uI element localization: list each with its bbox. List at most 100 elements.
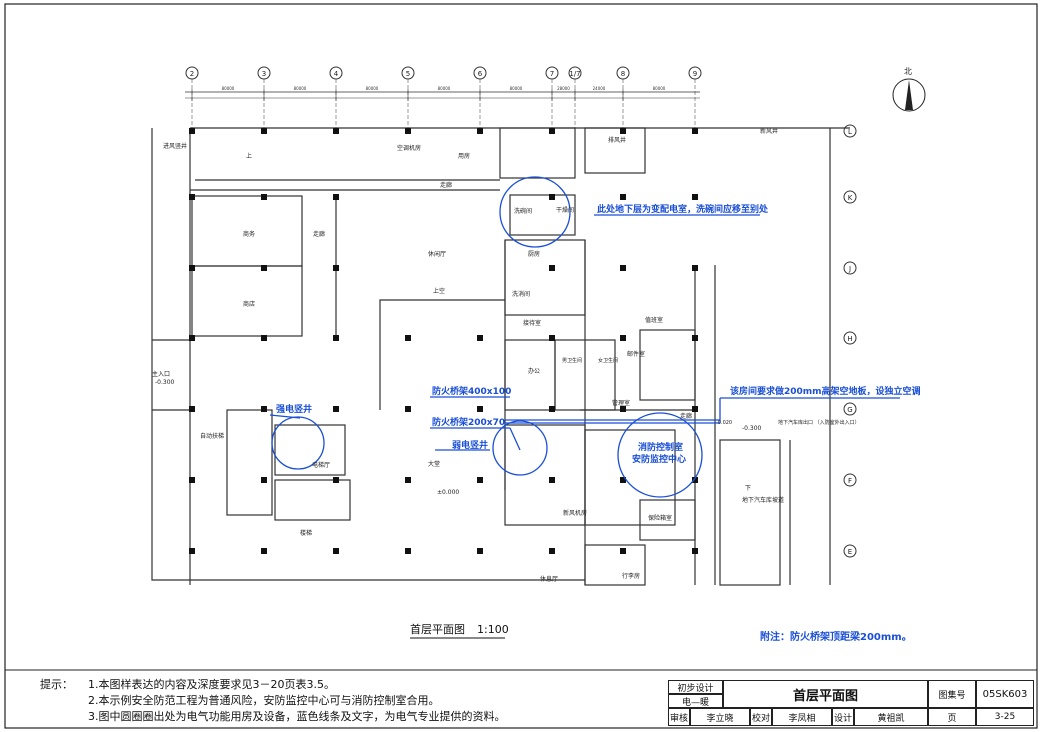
column	[261, 265, 267, 271]
room-up-label: 上	[246, 152, 252, 160]
column	[477, 477, 483, 483]
room-postal: 邮件室	[627, 350, 645, 358]
axis-label-5: 5	[406, 70, 410, 78]
column	[692, 477, 698, 483]
column	[189, 128, 195, 134]
column	[333, 335, 339, 341]
tb-stage: 初步设计	[668, 680, 723, 694]
column	[620, 406, 626, 412]
dimension-value: 24000	[593, 86, 606, 91]
column	[549, 406, 555, 412]
column	[549, 548, 555, 554]
room-dry: 干燥间	[556, 206, 574, 214]
room-upper-void: 上空	[433, 287, 445, 295]
dimension-value: 28000	[557, 86, 570, 91]
room-kitchen: 厨房	[528, 250, 540, 258]
tb-checker: 李凤相	[772, 708, 832, 726]
room-lobby-elev: ±0.000	[437, 489, 459, 496]
circle-dishroom	[499, 176, 571, 248]
tb-atlas-label: 图集号	[928, 680, 976, 708]
dimension-value: 80000	[653, 86, 666, 91]
axis-bubble	[843, 190, 857, 204]
room-reception: 接待室	[523, 319, 541, 327]
axis-bubble	[843, 402, 857, 416]
axis-label-6: 6	[478, 70, 483, 78]
label-tray-400: 防火桥架400x100	[432, 385, 511, 397]
column	[549, 128, 555, 134]
column	[189, 406, 195, 412]
room-air: 空调机房	[397, 144, 421, 152]
room-pipe: 管理室	[612, 399, 630, 407]
column	[620, 194, 626, 200]
dimension-value: 80000	[294, 86, 307, 91]
axis-label-F: F	[848, 477, 852, 485]
room-baggage: 行李房	[622, 572, 640, 580]
axis-label-7: 7	[550, 70, 554, 78]
tb-page-label: 页	[928, 708, 976, 726]
tb-atlas-no: 05SK603	[976, 680, 1034, 708]
column	[261, 128, 267, 134]
column	[333, 477, 339, 483]
room-elev-neg: -0.300	[155, 379, 175, 386]
axis-bubble	[843, 473, 857, 487]
room-stairs: 楼梯	[300, 529, 312, 537]
room-garage-entry: 地下汽车库出口 （入防室外出入口）	[778, 419, 860, 426]
column	[692, 194, 698, 200]
axis-label-J: J	[848, 265, 851, 273]
room-auto: 自动扶梯	[200, 432, 224, 440]
room-hall-upper: 休闲厅	[428, 250, 446, 258]
column	[333, 128, 339, 134]
column	[692, 406, 698, 412]
sheet-border	[4, 3, 1038, 729]
room-washing: 洗消间	[512, 290, 530, 298]
room-smoke-shaft: 新风井	[760, 127, 778, 135]
room-shop2: 商店	[243, 300, 255, 308]
room-restroom-m: 男卫生间	[562, 357, 582, 364]
axis-label-9: 9	[693, 70, 697, 78]
column	[405, 477, 411, 483]
column	[620, 548, 626, 554]
dimension-value: 80000	[510, 86, 523, 91]
building-outline	[151, 127, 850, 586]
tb-page-no: 3-25	[976, 708, 1034, 726]
dimension-value: 80000	[222, 86, 235, 91]
tb-review-label: 审核	[668, 708, 690, 726]
text-layer: 北 商务 商店 走廊 走廊 走廊 休闲厅 上空 大堂 ±0.000 办公 空调机…	[152, 67, 921, 643]
column	[620, 335, 626, 341]
column	[261, 406, 267, 412]
column	[405, 406, 411, 412]
column	[189, 335, 195, 341]
axis-label-K: K	[848, 194, 853, 202]
label-weak-shaft: 弱电竖井	[452, 439, 488, 451]
column	[477, 406, 483, 412]
drawing-title: 首层平面图	[410, 622, 465, 636]
circle-weak-shaft	[492, 420, 548, 476]
north-arrow	[892, 78, 926, 112]
axis-label-3: 3	[262, 70, 266, 78]
axis-label-1/7: 1/7	[569, 70, 580, 78]
column	[261, 477, 267, 483]
column	[333, 265, 339, 271]
column	[405, 548, 411, 554]
room-corridor3: 走廊	[680, 412, 692, 420]
column	[692, 128, 698, 134]
tb-check-label: 校对	[750, 708, 772, 726]
note-item-2: 2.本示例安全防范工程为普通风险，安防监控中心可与消防控制室合用。	[88, 694, 440, 707]
column	[620, 265, 626, 271]
electrical-overlay	[269, 176, 900, 498]
notes-prefix: 提示：	[40, 678, 73, 691]
tb-reviewer: 李立晓	[690, 708, 750, 726]
column	[549, 265, 555, 271]
tb-design-label: 设计	[832, 708, 854, 726]
circle-strong-shaft	[271, 416, 325, 470]
room-elevator-hall: 电梯厅	[312, 461, 330, 469]
column	[620, 128, 626, 134]
column	[477, 128, 483, 134]
tb-discipline: 电—暖	[668, 694, 723, 708]
column	[405, 128, 411, 134]
column	[189, 265, 195, 271]
note-item-3: 3.图中圆圈圈出处为电气功能用房及设备，蓝色线条及文字，为电气专业提供的资料。	[88, 710, 506, 723]
column	[549, 335, 555, 341]
axis-bubble	[843, 331, 857, 345]
